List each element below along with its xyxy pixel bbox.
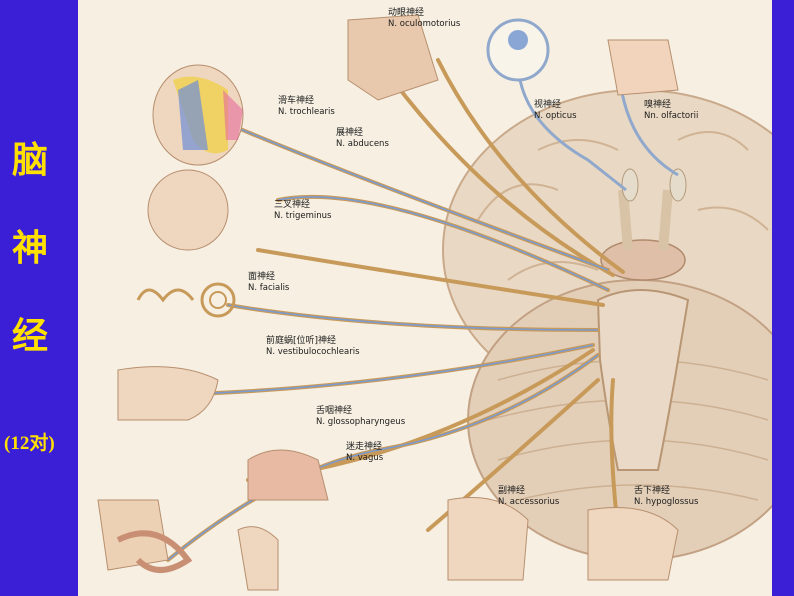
neck-accessory (448, 498, 528, 581)
head-innervation-map (153, 65, 243, 165)
nasal-cavity (608, 40, 678, 95)
ear-vagus (238, 527, 278, 590)
nerve-pair-count: (12对) (4, 428, 55, 455)
face-profile (118, 367, 218, 420)
side-title: 脑 神 经 (12对) (0, 0, 78, 596)
head-trigeminal (148, 170, 228, 250)
inner-ear (138, 284, 234, 316)
title-char-brain: 脑 (10, 140, 50, 180)
eyeball (488, 20, 548, 80)
title-char-channel: 经 (10, 316, 50, 356)
visceral-organs (98, 450, 328, 570)
title-char-spirit: 神 (10, 228, 50, 268)
